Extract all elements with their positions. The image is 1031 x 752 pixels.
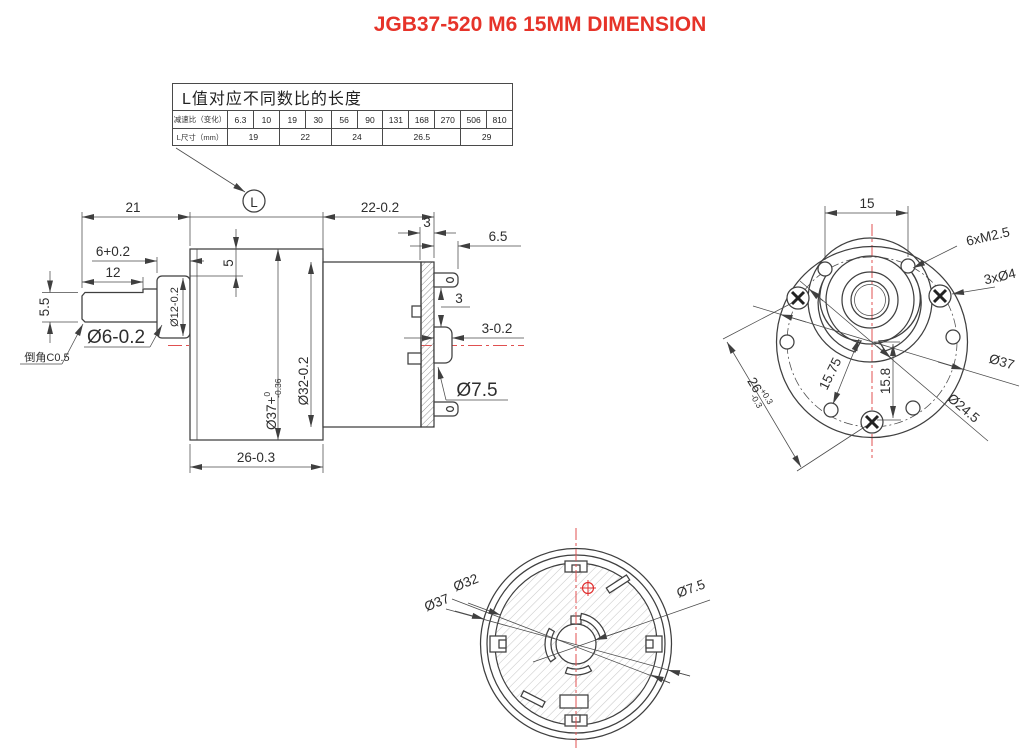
dim-12: 12 bbox=[105, 265, 120, 280]
dim-dia37: Ø37+0-0.36 bbox=[262, 378, 283, 430]
dim-6xm25: 6xM2.5 bbox=[965, 224, 1012, 249]
dim-26: 26-0.3 bbox=[237, 450, 275, 465]
front-view: 15 6xM2.5 3xØ4 Ø37 Ø24.5 26+0.3-0.3 15.7… bbox=[722, 196, 1020, 472]
dim-65: 6.5 bbox=[489, 229, 508, 244]
dim-22: 22-0.2 bbox=[361, 200, 399, 215]
dim-302: 3-0.2 bbox=[482, 321, 513, 336]
screws bbox=[786, 284, 952, 434]
dim-o75: Ø7.5 bbox=[675, 576, 708, 600]
dim-o32: Ø32 bbox=[451, 571, 480, 594]
dim-dia32: Ø32-0.2 bbox=[296, 357, 311, 406]
dim-dia6: Ø6-0.2 bbox=[87, 327, 145, 348]
dim-5: 5 bbox=[221, 259, 236, 267]
dim-o37: Ø37 bbox=[422, 591, 451, 614]
shaft-hole bbox=[850, 280, 890, 320]
dim-158: 15.8 bbox=[878, 368, 893, 394]
shaft-outline bbox=[81, 288, 159, 323]
page-title: JGB37-520 M6 15MM DIMENSION bbox=[373, 13, 707, 36]
dim-3-cap: 3 bbox=[423, 215, 431, 230]
length-cell: 22 bbox=[278, 128, 332, 146]
motor-outline bbox=[322, 261, 422, 428]
vent-rect bbox=[559, 694, 589, 709]
dim-55: 5.5 bbox=[37, 298, 52, 317]
bottom-view: Ø32 Ø37 Ø7.5 bbox=[422, 528, 711, 748]
dim-21: 21 bbox=[125, 200, 140, 215]
dim-3-gap: 3 bbox=[455, 291, 463, 306]
dim-3xo4: 3xØ4 bbox=[982, 265, 1017, 287]
gearbox-outline bbox=[189, 248, 324, 441]
dim-chamfer: 倒角C0.5 bbox=[24, 351, 69, 364]
dim-L: L bbox=[250, 195, 258, 210]
slot bbox=[520, 690, 546, 708]
length-header: L尺寸（mm） bbox=[172, 128, 228, 146]
dim-26-mount: 26+0.3-0.3 bbox=[741, 374, 776, 412]
end-cap bbox=[420, 261, 435, 428]
dim-6: 6+0.2 bbox=[96, 244, 130, 259]
dim-o37: Ø37 bbox=[987, 351, 1016, 372]
ratio-length-table: L值对应不同数比的长度 减速比（变化） 6.3 10 19 30 56 90 1… bbox=[172, 83, 513, 146]
length-cell: 29 bbox=[460, 128, 513, 146]
dim-dia75: Ø7.5 bbox=[456, 380, 497, 401]
slot bbox=[605, 574, 631, 594]
l-balloon bbox=[242, 189, 266, 213]
dim-15: 15 bbox=[859, 196, 874, 211]
dim-dia12: Ø12-0.2 bbox=[169, 287, 181, 327]
crescent-right bbox=[877, 267, 922, 352]
datum-target bbox=[580, 580, 596, 596]
rear-boss bbox=[433, 326, 453, 364]
side-view: 21 L 22-0.2 3 6.5 6+0.2 12 5.5 5 Ø12-0.2… bbox=[20, 147, 524, 473]
